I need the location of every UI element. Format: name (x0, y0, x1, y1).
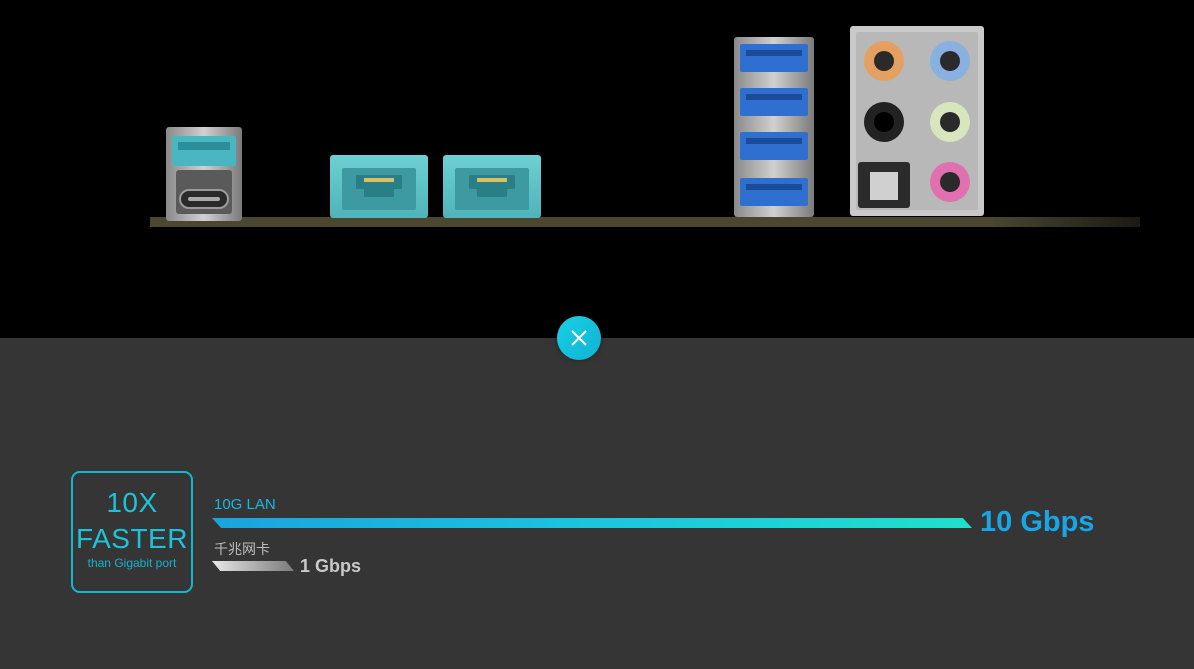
rj45-port-1 (330, 155, 428, 218)
badge-subtitle: than Gigabit port (87, 556, 177, 570)
speed-badge: 10X FASTER than Gigabit port (71, 471, 193, 593)
pcb-edge (150, 217, 1140, 227)
gigabit-lan-label: 千兆网卡 (214, 541, 270, 557)
gigabit-lan-value: 1 Gbps (300, 556, 362, 576)
rj45-port-2 (443, 155, 541, 218)
usb-stack-left (166, 127, 242, 221)
usb3-stack (734, 37, 814, 217)
badge-multiplier: 10X (106, 487, 158, 518)
close-button[interactable] (557, 316, 601, 360)
product-image-area (150, 26, 1140, 227)
fast-lan-label: 10G LAN (214, 496, 276, 513)
gigabit-lan-bar (212, 561, 294, 571)
fast-lan-value: 10 Gbps (980, 506, 1095, 538)
close-icon (571, 330, 587, 346)
badge-faster: FASTER (76, 523, 188, 554)
comparison-panel (0, 338, 1194, 669)
fast-lan-bar (212, 518, 972, 528)
audio-panel (850, 26, 984, 216)
motherboard-io-panel-image (150, 26, 1140, 227)
